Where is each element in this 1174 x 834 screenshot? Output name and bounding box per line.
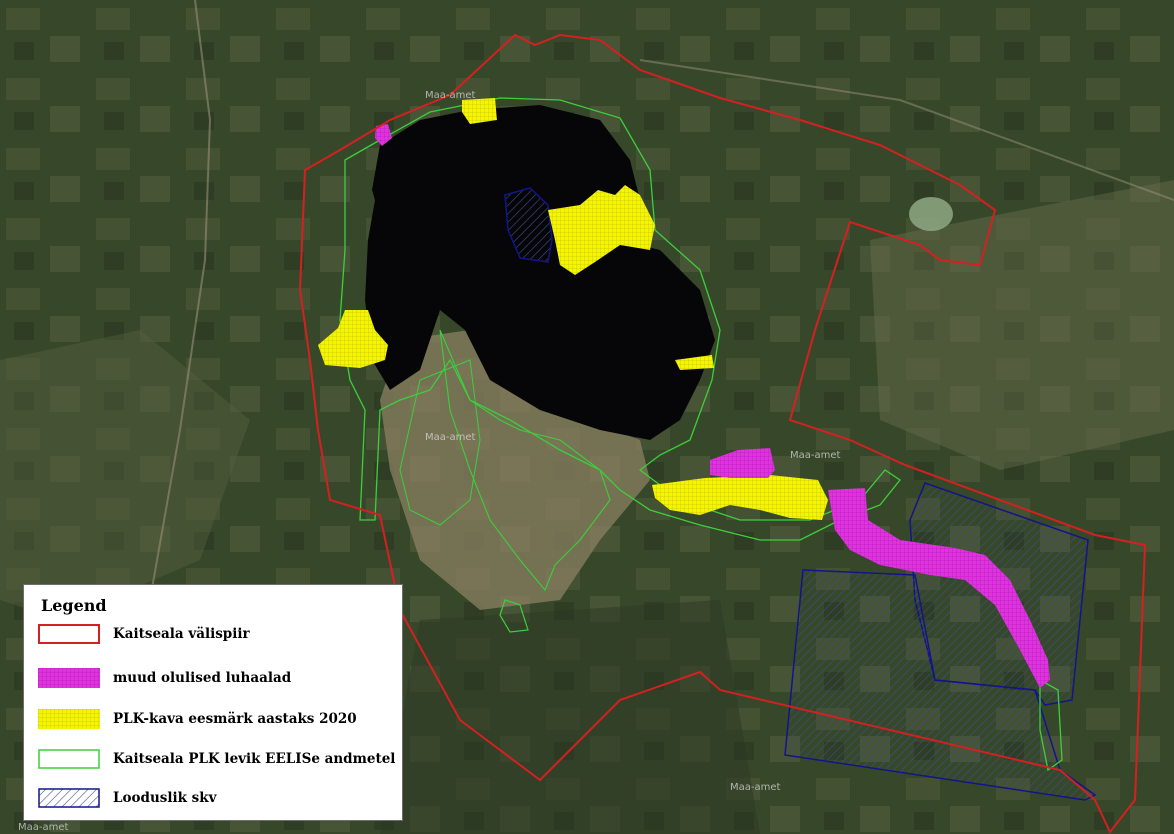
watermark: Maa-amet: [790, 450, 841, 461]
legend-item-goal-2020: PLK-kava eesmärk aastaks 2020: [38, 707, 357, 731]
plk-eelis-area: [499, 599, 529, 633]
other-floodplain-area: [828, 488, 1050, 688]
goal-2020-area: [548, 185, 655, 275]
red-outline-swatch-icon: [38, 624, 100, 644]
other-floodplain-area: [710, 448, 775, 478]
reserve-boundary: [298, 33, 1147, 834]
legend-item-plk-eelis: Kaitseala PLK levik EELISe andmetel: [38, 747, 395, 771]
legend-item-boundary: Kaitseala välispiir: [38, 622, 250, 646]
goal-2020-area: [675, 355, 714, 370]
goal-2020-area: [318, 310, 388, 368]
watermark: Maa-amet: [18, 822, 69, 833]
wetland-area: [380, 330, 650, 610]
yellow-grid-swatch-icon: [38, 709, 100, 729]
legend-title: Legend: [41, 596, 107, 615]
small-pond: [909, 197, 953, 231]
goal-2020-area: [652, 475, 828, 520]
road: [639, 59, 1174, 201]
magenta-grid-swatch-icon: [38, 668, 100, 688]
road: [149, 0, 212, 601]
plk-eelis-area: [439, 329, 611, 592]
goal-2020-area: [462, 98, 497, 124]
legend-item-floodplains: muud olulised luhaalad: [38, 666, 291, 690]
watermark: Maa-amet: [730, 782, 781, 793]
natural-forest-area: [504, 187, 553, 263]
other-floodplain-area: [375, 124, 392, 146]
green-outline-swatch-icon: [38, 749, 100, 769]
open-fields: [0, 330, 250, 620]
watermark: Maa-amet: [425, 432, 476, 443]
open-fields: [380, 600, 760, 834]
plk-eelis-area: [399, 359, 481, 526]
blue-hatch-swatch-icon: [38, 788, 100, 808]
legend-label: Kaitseala välispiir: [113, 626, 250, 642]
legend-item-natural-forest: Looduslik skv: [38, 786, 216, 810]
legend-label: Kaitseala PLK levik EELISe andmetel: [113, 751, 396, 767]
watermark: Maa-amet: [425, 90, 476, 101]
legend-label: Looduslik skv: [113, 790, 217, 806]
legend-label: muud olulised luhaalad: [113, 670, 292, 686]
map-legend: Legend Kaitseala välispiir muud olulised…: [23, 584, 403, 821]
plk-eelis-area: [1039, 678, 1063, 772]
legend-label: PLK-kava eesmärk aastaks 2020: [113, 711, 357, 727]
open-fields: [870, 180, 1174, 470]
